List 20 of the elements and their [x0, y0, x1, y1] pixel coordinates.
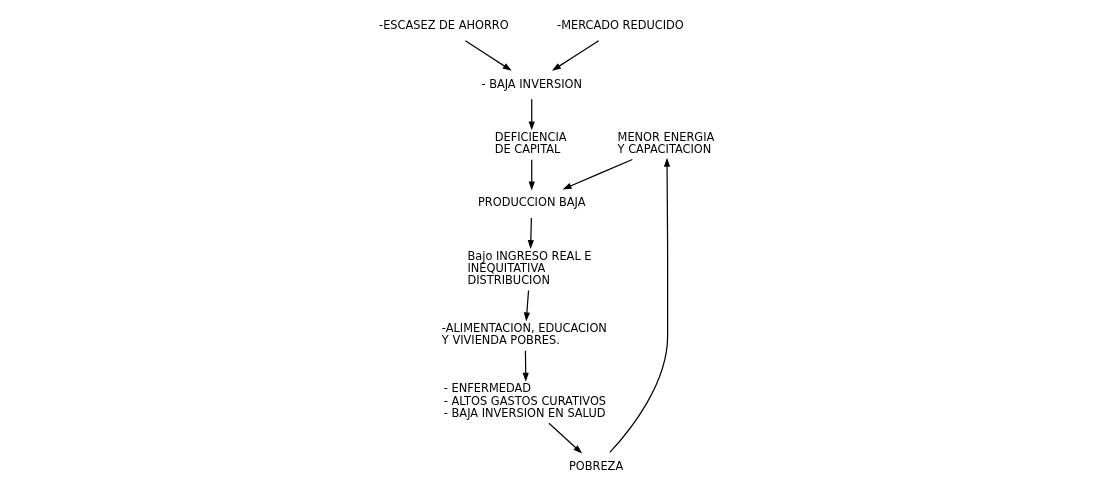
node-text: -ESCASEZ DE AHORRO — [379, 17, 509, 32]
node-text: Bajo INGRESO REAL E INEQUITATIVA DISTRIBUCION — [467, 248, 592, 288]
node-text: POBREZA — [568, 459, 624, 474]
node-text: -MERCADO REDUCIDO — [557, 17, 684, 32]
node-text: DEFICIENCIA DE CAPITAL — [494, 129, 567, 157]
arrow — [523, 289, 530, 322]
node-text: - BAJA INVERSION — [481, 76, 583, 91]
arrow — [562, 158, 633, 190]
arrow — [548, 422, 583, 454]
arrow — [528, 98, 535, 131]
arrow — [528, 159, 535, 191]
node-text: PRODUCCION BAJA — [477, 195, 586, 210]
arrow — [527, 217, 534, 250]
node-text: - ENFERMEDAD - ALTOS GASTOS CURATIVOS - BAJA INVERSION EN SALUD — [443, 381, 607, 420]
node-text: -ALIMENTACION, EDUCACION Y VIVIENDA POBRES. — [441, 321, 607, 348]
node-text: MENOR ENERGIA Y CAPACITACION — [617, 129, 715, 157]
arrow — [551, 40, 600, 71]
arrow — [522, 350, 529, 382]
arrow — [609, 157, 671, 453]
arrow — [464, 40, 512, 71]
